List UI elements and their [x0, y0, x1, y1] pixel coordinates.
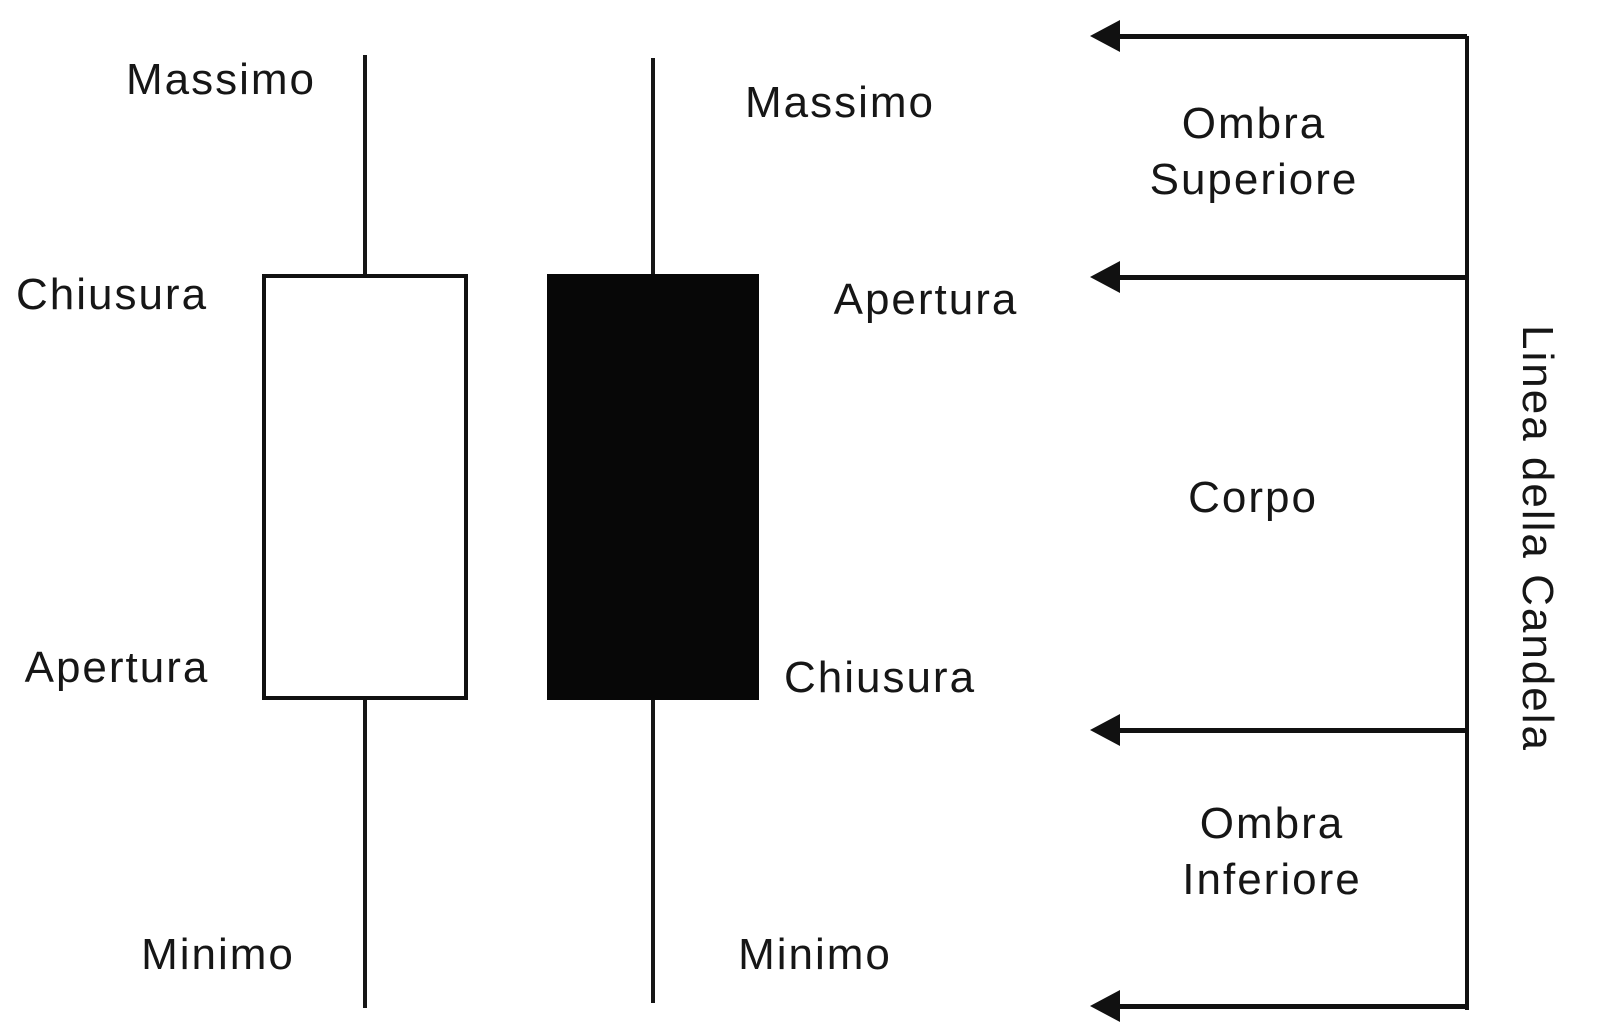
upper-shadow-label-line2: Superiore	[1149, 155, 1359, 204]
open-level-left-arrowhead-icon	[1090, 261, 1120, 293]
low-level-left-arrowhead-icon	[1090, 990, 1120, 1022]
white-candle-body	[262, 274, 468, 700]
close-level-left-arrowhead-icon	[1090, 714, 1120, 746]
white-candle-close-label: Chiusura	[15, 270, 209, 319]
candle-line-vertical-rule	[1465, 36, 1469, 1010]
low-level-arrow	[1112, 1004, 1467, 1009]
lower-shadow-label: Ombra Inferiore	[1182, 796, 1361, 908]
high-level-left-arrowhead-icon	[1090, 20, 1120, 52]
open-level-arrow	[1112, 275, 1467, 280]
lower-shadow-label-line1: Ombra	[1199, 799, 1345, 848]
black-candle-open-label: Apertura	[833, 275, 1019, 324]
upper-shadow-label: Ombra Superiore	[1150, 96, 1359, 208]
upper-shadow-label-line1: Ombra	[1181, 99, 1327, 148]
white-candle-open-label: Apertura	[24, 643, 210, 692]
body-label: Corpo	[1188, 473, 1318, 522]
black-candle-body	[547, 274, 759, 700]
black-candle-high-label: Massimo	[744, 78, 936, 127]
lower-shadow-label-line2: Inferiore	[1182, 855, 1362, 904]
high-level-arrow	[1112, 34, 1467, 39]
black-candle-low-label: Minimo	[738, 930, 892, 979]
candle-line-label: Linea della Candela	[1513, 325, 1562, 752]
black-candle-close-label: Chiusura	[783, 653, 977, 702]
close-level-arrow	[1112, 728, 1467, 733]
white-candle-high-label: Massimo	[125, 55, 317, 104]
white-candle-low-label: Minimo	[141, 930, 295, 979]
